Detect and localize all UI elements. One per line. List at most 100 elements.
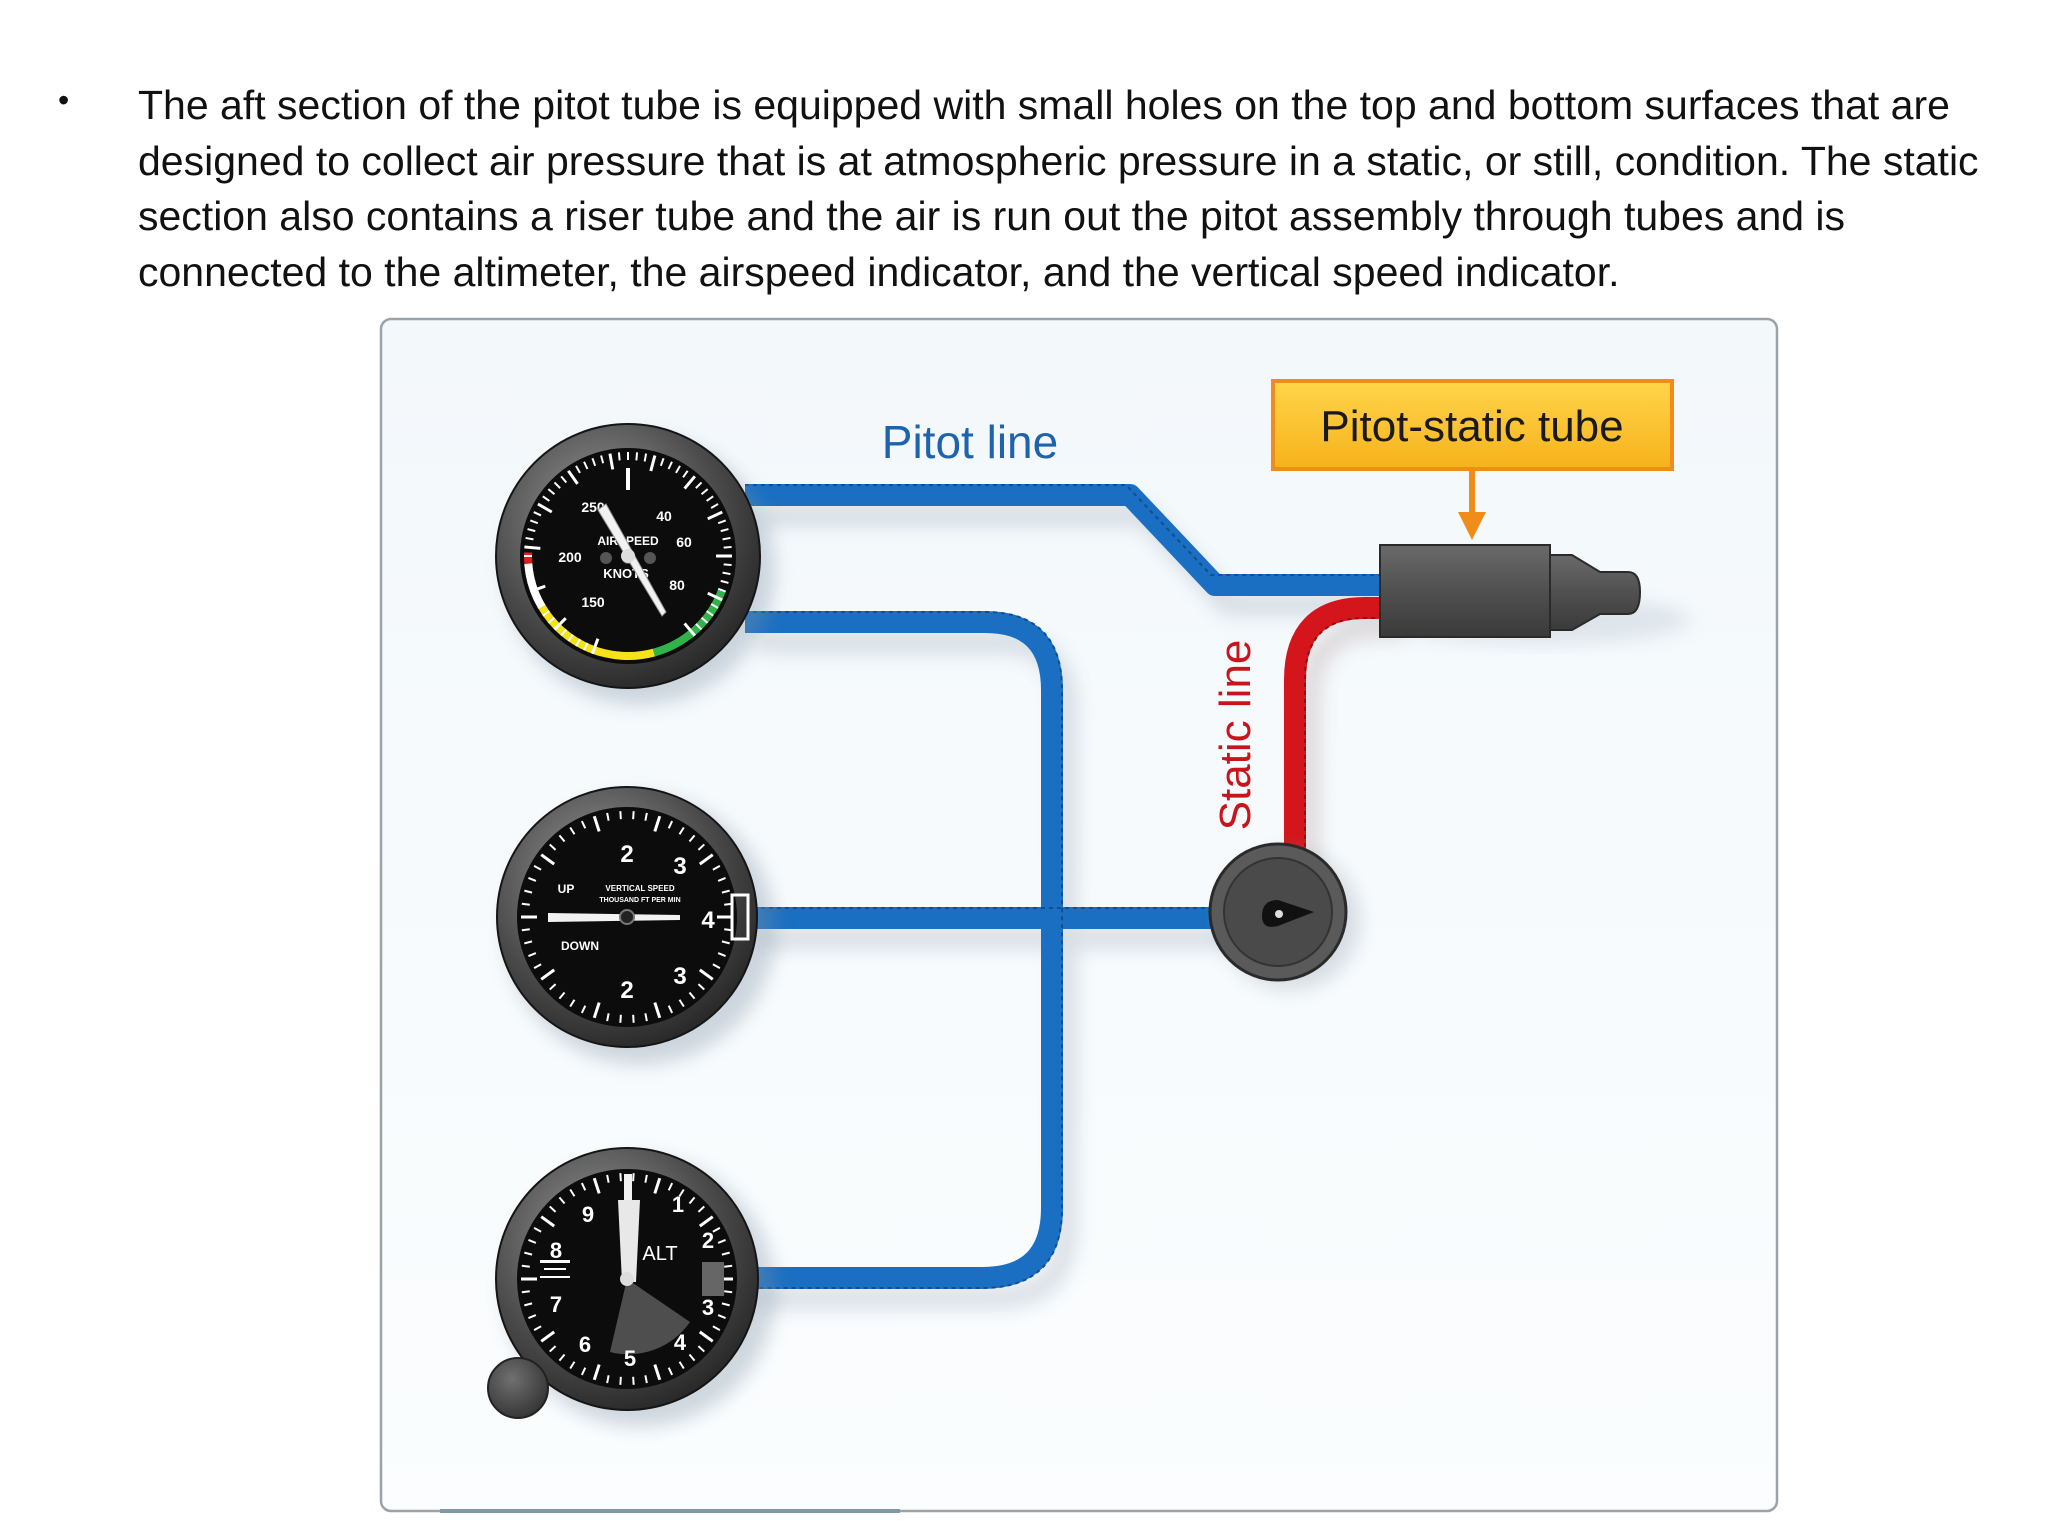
gauge-tick: [717, 952, 726, 957]
altimeter-hand-short: [618, 1200, 640, 1282]
gauge-tick: [653, 815, 662, 832]
gauge-tick: [632, 811, 635, 820]
pitot-line-upper: [745, 484, 1390, 596]
altimeter-adjust-knob: [487, 1357, 549, 1419]
gauge-tick: [553, 617, 567, 631]
gauge-tick: [524, 563, 533, 567]
gauge-tick: [710, 503, 719, 509]
gauge-tick: [644, 1174, 648, 1183]
altimeter: 9 8 7 6 5 4 3 2 1 ALT: [487, 1147, 775, 1427]
gauge-tick: [580, 1182, 587, 1191]
altimeter-kollsman-window: [702, 1262, 724, 1296]
gauge-tick: [712, 1227, 721, 1233]
gauge-tick: [667, 1182, 674, 1191]
gauge-tick: [540, 968, 556, 981]
vsi-face-line-2: THOUSAND FT PER MIN: [599, 897, 680, 904]
gauge-tick: [688, 834, 696, 843]
gauge-tick: [653, 1177, 662, 1194]
gauge-tick: [643, 453, 648, 462]
gauge-tick: [580, 1005, 587, 1014]
gauge-tick: [528, 1239, 537, 1244]
gauge-tick: [698, 1330, 714, 1343]
gauge-tick: [583, 461, 589, 470]
gauge-tick: [667, 820, 674, 829]
gauge-tick: [540, 853, 556, 866]
gauge-tick: [659, 457, 665, 467]
gauge-tick: [698, 1215, 714, 1228]
gauge-tick: [678, 826, 685, 835]
gauge-tick: [644, 812, 648, 821]
vsi-label-2-down: 2: [620, 977, 633, 1004]
vsi-label-2-up: 2: [620, 841, 633, 868]
gauge-tick: [521, 902, 530, 906]
asi-color-arc: [652, 588, 726, 657]
gauge-tick: [683, 622, 696, 637]
gauge-tick: [591, 457, 597, 467]
gauge-tick: [721, 1251, 730, 1256]
asi-label-60: 60: [676, 534, 692, 550]
gauge-tick: [688, 1196, 696, 1205]
vsi-label-3-down: 3: [673, 963, 686, 990]
gauge-tick: [606, 1013, 610, 1022]
pitot-static-tube-label: Pitot-static tube: [1320, 402, 1623, 451]
asi-label-200: 200: [558, 549, 582, 565]
gauge-tick: [688, 991, 696, 1000]
gauge-tick: [723, 563, 732, 567]
gauge-tick: [721, 940, 730, 945]
gauge-tick: [683, 475, 696, 490]
static-port: [1208, 842, 1360, 990]
gauge-tick: [533, 963, 542, 969]
gauge-tick: [678, 1188, 685, 1197]
gauge-tick: [619, 1173, 622, 1182]
gauge-tick: [653, 1002, 662, 1019]
altimeter-label-2: 2: [702, 1228, 714, 1253]
altimeter-label-7: 7: [550, 1292, 562, 1317]
gauge-tick: [717, 519, 727, 525]
gauge-tick: [717, 1239, 726, 1244]
pitot-lines: [745, 484, 1390, 1289]
gauge-tick: [675, 465, 681, 474]
gauge-tick: [724, 1264, 733, 1268]
vsi-label-3-up: 3: [673, 853, 686, 880]
altimeter-label-4: 4: [674, 1330, 687, 1355]
gauge-tick: [528, 1314, 537, 1319]
gauge-tick: [558, 834, 566, 843]
gauge-tick: [580, 820, 587, 829]
gauge-tick: [600, 455, 605, 464]
gauge-tick: [697, 843, 705, 851]
vsi-label-4: 4: [701, 907, 715, 934]
gauge-tick: [549, 843, 557, 851]
gauge-tick: [549, 983, 557, 991]
pitot-static-callout: Pitot-static tube: [1271, 379, 1674, 540]
gauge-tick: [533, 865, 542, 871]
vsi-needle: [548, 913, 680, 922]
gauge-tick: [721, 889, 730, 894]
gauge-tick: [527, 579, 536, 584]
gauge-tick: [533, 595, 542, 601]
gauge-tick: [712, 963, 721, 969]
gauge-tick: [583, 642, 589, 651]
static-line-label: Static line: [1211, 640, 1260, 831]
gauge-tick: [575, 465, 581, 474]
static-port-vent-icon: [1262, 900, 1314, 927]
gauge-tick: [720, 528, 729, 533]
gauge-tick: [575, 638, 581, 647]
gauge-tick: [540, 1215, 556, 1228]
gauge-tick: [549, 1205, 557, 1213]
altimeter-label-6: 6: [579, 1332, 591, 1357]
gauge-tick: [528, 952, 537, 957]
gauge-tick: [606, 812, 610, 821]
gauge-tick: [592, 1177, 601, 1194]
gauge-tick: [678, 1361, 685, 1370]
gauge-tick: [524, 545, 541, 550]
gauge-tick: [723, 545, 732, 549]
gauge-tick: [558, 991, 566, 1000]
gauge-tick: [569, 1188, 576, 1197]
panel-bottom-accent: [440, 1509, 900, 1513]
vertical-speed-indicator: 2 3 4 3 2 UP DOWN VERTICAL SPEED THOUSAN…: [496, 786, 775, 1065]
gauge-tick: [547, 616, 556, 624]
gauge-tick: [712, 865, 721, 871]
asi-label-40: 40: [656, 508, 672, 524]
airspeed-indicator: 250 200 150 40 60 80 AIRSPEED KNOTS: [495, 423, 775, 705]
gauge-tick: [525, 571, 534, 576]
